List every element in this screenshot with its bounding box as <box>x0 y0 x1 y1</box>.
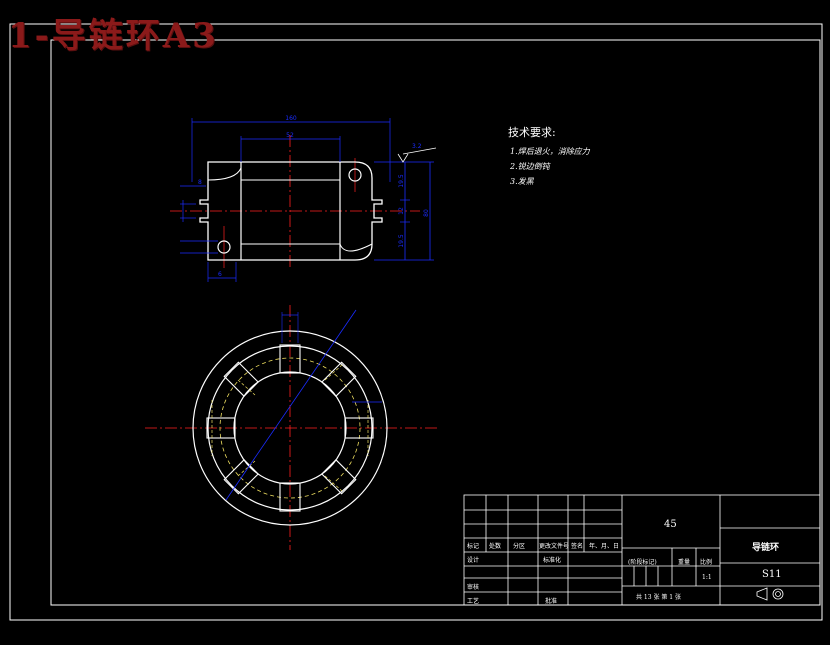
row-label-change-doc: 更改文件号 <box>539 543 570 550</box>
hidden-detail-3 <box>324 475 343 492</box>
row-label-mark: 标记 <box>467 543 480 550</box>
hidden-detail-2 <box>324 364 343 381</box>
dim-text-top-overall: 160 <box>285 115 297 122</box>
diameter-dim-line <box>225 309 357 501</box>
label-design: 设计 <box>467 557 480 564</box>
roughness-symbol <box>397 153 409 163</box>
left-pin-hole <box>217 240 231 254</box>
label-weight: 重量 <box>678 559 691 566</box>
front-fillet-left <box>207 167 242 181</box>
spoke-e <box>344 417 374 439</box>
hidden-detail-4 <box>237 460 256 477</box>
middle-ring <box>207 345 373 511</box>
dim-text-roughness: 3.2 <box>412 143 422 150</box>
label-approve: 批准 <box>545 598 558 605</box>
technical-requirements: 技术要求: 1.焊后退火，消除应力 2.锐边倒钝 3.发黑 <box>508 124 590 187</box>
title-block-grid <box>463 494 821 606</box>
dim-text-right-c: 19.5 <box>398 234 405 248</box>
dim-text-left-a: 8 <box>198 179 202 186</box>
tech-heading: 技术要求: <box>508 126 556 139</box>
front-fillet-right <box>339 243 373 252</box>
inner-frame <box>50 39 821 606</box>
scale-value: 1:1 <box>702 574 712 581</box>
tech-item-3: 3.发黑 <box>510 177 534 186</box>
right-pin-hole <box>348 168 362 182</box>
row-label-count: 处数 <box>489 543 502 550</box>
part-name: 导链环 <box>752 543 780 553</box>
hidden-details <box>211 364 369 492</box>
spoke-se <box>321 459 357 495</box>
spoke-sw <box>223 459 259 495</box>
row-label-zone: 分区 <box>513 543 526 550</box>
dim-text-right-a: 19.5 <box>398 174 405 188</box>
label-scale: 比例 <box>700 559 713 566</box>
sheet-info: 共 13 张 第 1 张 <box>636 594 681 601</box>
front-view <box>170 118 437 282</box>
title-overlay: 1-导链环A3 <box>8 16 219 56</box>
projection-circle-inner <box>775 591 781 597</box>
spokes <box>206 344 374 512</box>
label-review: 审核 <box>467 584 480 591</box>
inner-ring <box>233 371 347 485</box>
material-value: 45 <box>664 519 677 530</box>
projection-cone <box>756 587 768 601</box>
spoke-nw <box>223 361 259 397</box>
spoke-ne <box>321 361 357 397</box>
spoke-s <box>279 482 301 512</box>
dim-text-right-b: 12 <box>398 207 405 215</box>
label-standardization: 标准化 <box>543 557 562 564</box>
drawing-number: S11 <box>762 569 782 580</box>
outer-ring <box>192 330 388 526</box>
hidden-ring <box>219 357 361 499</box>
dim-text-height: 80 <box>423 209 430 217</box>
hidden-detail-1 <box>237 379 256 396</box>
roughness-leader <box>402 147 437 155</box>
projection-symbol <box>756 587 784 601</box>
dim-text-left-b: 6 <box>218 271 222 278</box>
tech-item-1: 1.焊后退火，消除应力 <box>510 147 590 156</box>
label-stage-mark: (阶段标记) <box>628 559 657 566</box>
dim-text-inner-width: 52 <box>286 132 294 139</box>
projection-circle-outer <box>772 588 784 600</box>
row-label-signature: 签名 <box>571 543 584 550</box>
spoke-w <box>206 417 236 439</box>
spoke-n <box>279 344 301 374</box>
label-process: 工艺 <box>467 598 480 605</box>
title-block-frame <box>463 494 821 606</box>
row-label-date: 年、月、日 <box>589 543 620 550</box>
top-view <box>145 305 440 550</box>
outer-frame <box>9 23 823 621</box>
tech-item-2: 2.锐边倒钝 <box>510 162 550 171</box>
